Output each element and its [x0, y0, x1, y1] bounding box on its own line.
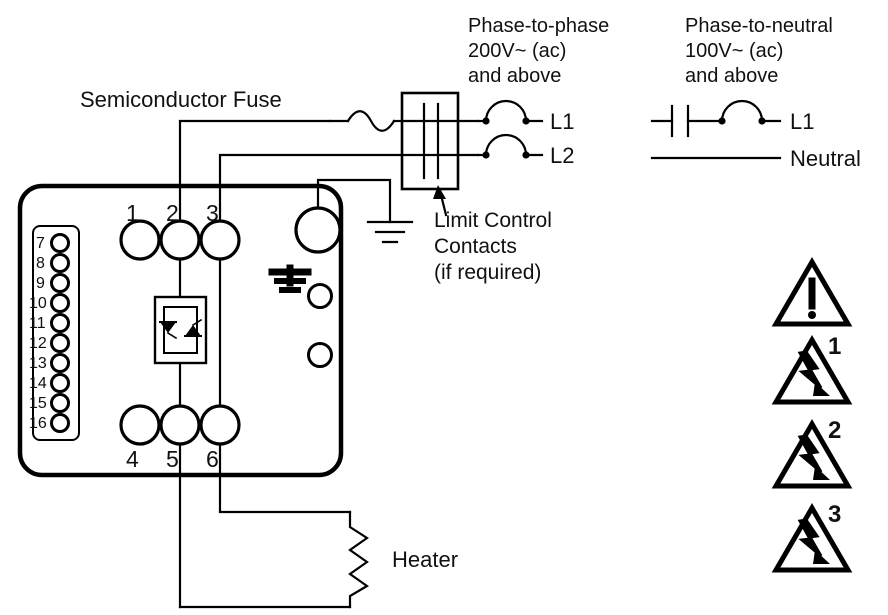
r-l1-switch-arc: [720, 99, 764, 123]
l1-label-right: L1: [790, 109, 815, 134]
warning-triangle-shock-3: [771, 503, 853, 573]
thyristor-1-gate: [166, 331, 178, 340]
exclamation-icon-dot: [808, 311, 816, 319]
l2-label-left: L2: [550, 143, 575, 168]
heater-element: [348, 510, 370, 609]
l2-switch-arc: [484, 133, 528, 157]
phase-to-neutral-line3: and above: [685, 65, 779, 87]
limit-control-line1: Limit Control: [434, 209, 552, 232]
electric-shock-arrow-3: [813, 550, 830, 564]
heater-label: Heater: [392, 547, 459, 572]
terminal-label-3: 3: [206, 200, 219, 226]
terminal-label-5: 5: [166, 446, 179, 472]
side-terminal-label-11: 11: [29, 315, 46, 332]
limit-control-line3: (if required): [434, 261, 542, 284]
electric-shock-icon-2: [797, 434, 823, 474]
side-terminal-10: [50, 293, 70, 313]
l1-label-left: L1: [550, 109, 575, 134]
aux-terminal-upper: [307, 283, 333, 309]
electric-shock-icon-3: [797, 518, 823, 558]
terminal-label-6: 6: [206, 446, 219, 472]
phase-to-phase-line3: and above: [468, 65, 562, 87]
side-terminal-label-14: 14: [29, 375, 47, 392]
warning-number-3: 3: [828, 501, 842, 528]
phase-to-phase-line2: 200V~ (ac): [468, 40, 567, 62]
warning-number-2: 2: [828, 417, 842, 444]
r-l1-node-left: [718, 117, 726, 125]
warning-number-1: 1: [828, 333, 842, 360]
side-terminal-11: [50, 313, 70, 333]
side-terminal-16: [50, 413, 70, 433]
limit-control-pointer-arrowhead: [433, 185, 446, 199]
terminal-4: [119, 404, 161, 446]
phase-to-phase-line1: Phase-to-phase: [468, 15, 610, 37]
side-terminal-label-12: 12: [29, 335, 47, 352]
side-terminal-label-15: 15: [29, 395, 47, 412]
terminal-6: [199, 404, 241, 446]
side-terminal-12: [50, 333, 70, 353]
phase-to-neutral-line2: 100V~ (ac): [685, 40, 784, 62]
side-terminal-label-8: 8: [36, 255, 45, 272]
side-terminal-label-10: 10: [29, 295, 47, 312]
side-terminal-9: [50, 273, 70, 293]
r-l1-node-right: [758, 117, 766, 125]
terminal-label-1: 1: [126, 200, 139, 226]
side-terminal-8: [50, 253, 70, 273]
wire-earth-terminal: [316, 178, 392, 224]
aux-terminal-lower: [307, 342, 333, 368]
limit-control-contacts-box: [400, 91, 460, 191]
warning-triangle-exclamation: [771, 257, 853, 327]
wire-terminal2-to-fuse: [178, 119, 332, 238]
side-terminal-label-9: 9: [36, 275, 45, 292]
terminal-label-2: 2: [166, 200, 179, 226]
electric-shock-arrow-2: [813, 466, 830, 480]
wire-terminal3-to-l2: [218, 153, 404, 238]
phase-to-neutral-line1: Phase-to-neutral: [685, 15, 833, 37]
side-terminal-circles: [50, 233, 70, 433]
side-terminal-label-13: 13: [29, 355, 47, 372]
electric-shock-arrow-1: [813, 382, 830, 396]
semiconductor-fuse-label: Semiconductor Fuse: [80, 87, 282, 112]
l2-node-left: [482, 151, 490, 159]
l1-switch-arc: [484, 99, 528, 123]
thyristor-2-gate: [191, 318, 203, 327]
terminal-label-4: 4: [126, 446, 139, 472]
l2-node-right: [522, 151, 530, 159]
side-terminal-label-16: 16: [29, 415, 47, 432]
limit-control-line2: Contacts: [434, 235, 517, 258]
neutral-label-right: Neutral: [790, 146, 861, 171]
warning-triangle-shock-2: [771, 419, 853, 489]
thyristor-1-triangle: [160, 322, 176, 333]
side-terminal-14: [50, 373, 70, 393]
earth-terminal-circle: [294, 206, 342, 254]
side-terminal-label-7: 7: [36, 235, 45, 252]
wire-terminal6-to-heater: [218, 442, 352, 514]
side-terminal-15: [50, 393, 70, 413]
fuse-squiggle: [346, 110, 396, 132]
side-terminal-7: [50, 233, 70, 253]
l1-node-left: [482, 117, 490, 125]
l1-node-right: [522, 117, 530, 125]
terminal-5: [159, 404, 201, 446]
warning-triangle-shock-1: [771, 335, 853, 405]
thyristor-2-triangle: [185, 325, 201, 336]
terminal-1: [119, 219, 161, 261]
side-terminal-13: [50, 353, 70, 373]
electric-shock-icon-1: [797, 350, 823, 390]
